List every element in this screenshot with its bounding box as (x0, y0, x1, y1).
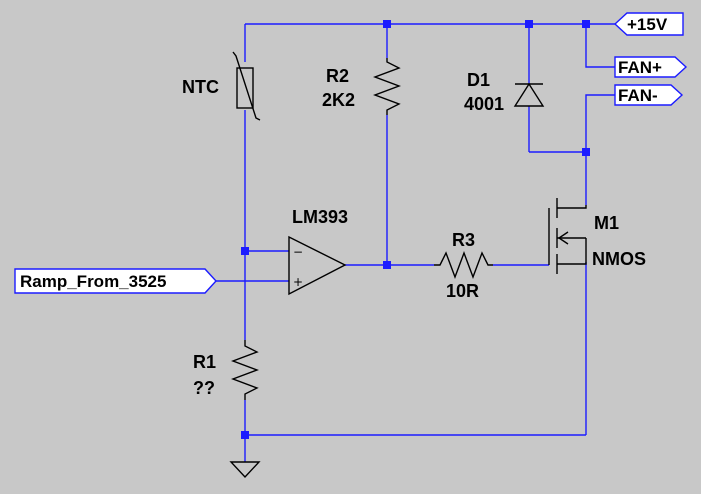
wire-fan-neg (585, 94, 615, 205)
wire-fan-pos (585, 24, 615, 68)
d1-value-label: 4001 (464, 94, 504, 114)
port-fan-neg: FAN- (614, 84, 684, 106)
junction-dot (241, 247, 249, 255)
d1-diode: D1 4001 (464, 70, 545, 114)
r1-zigzag (231, 340, 259, 400)
port-fan-pos-label: FAN+ (618, 58, 662, 77)
comparator-label: LM393 (292, 207, 348, 227)
port-ramp-shape (14, 268, 217, 294)
body-arrow (557, 231, 569, 245)
junction-dot (582, 148, 590, 156)
m1-name-label: M1 (594, 213, 619, 233)
source-lead (557, 238, 587, 265)
drain-lead (557, 205, 587, 209)
d1-triangle (513, 82, 545, 107)
junction-dot (525, 20, 533, 28)
ntc-label: NTC (182, 77, 219, 97)
junction-dot (383, 261, 391, 269)
r1-name-label: R1 (193, 352, 216, 372)
r2-resistor: R2 2K2 (322, 58, 401, 115)
junctions (241, 20, 590, 439)
ground-symbol (229, 461, 261, 479)
wires (215, 23, 615, 462)
minus-pin-label: − (293, 245, 303, 259)
comparator-triangle (288, 235, 347, 296)
port-vcc: +15V (613, 12, 684, 36)
port-fan-pos: FAN+ (614, 56, 688, 78)
ntc-thermistor: NTC (182, 51, 261, 121)
r3-zigzag (434, 251, 493, 279)
junction-dot (241, 431, 249, 439)
r3-resistor: R3 10R (434, 230, 493, 301)
ntc-slash (232, 51, 261, 121)
junction-dot (582, 20, 590, 28)
port-fan-neg-label: FAN- (618, 86, 658, 105)
r2-name-label: R2 (326, 66, 349, 86)
m1-nmos: M1 NMOS (548, 198, 646, 274)
r3-name-label: R3 (452, 230, 475, 250)
junction-dot (383, 20, 391, 28)
r3-value-label: 10R (446, 281, 479, 301)
port-ramp-label: Ramp_From_3525 (20, 272, 166, 291)
r1-resistor: R1 ?? (193, 340, 259, 400)
d1-name-label: D1 (467, 70, 490, 90)
port-vcc-label: +15V (627, 15, 668, 34)
port-vcc-shape (613, 12, 684, 36)
r2-value-label: 2K2 (322, 90, 355, 110)
port-fan-neg-shape (614, 84, 684, 106)
r2-zigzag (373, 58, 401, 115)
lm393-comparator: − + LM393 (288, 207, 348, 296)
m1-type-label: NMOS (592, 249, 646, 269)
ntc-body (236, 67, 254, 109)
port-ramp: Ramp_From_3525 (14, 268, 217, 294)
port-fan-pos-shape (614, 56, 688, 78)
r1-value-label: ?? (193, 378, 215, 398)
plus-pin-label: + (293, 275, 303, 289)
